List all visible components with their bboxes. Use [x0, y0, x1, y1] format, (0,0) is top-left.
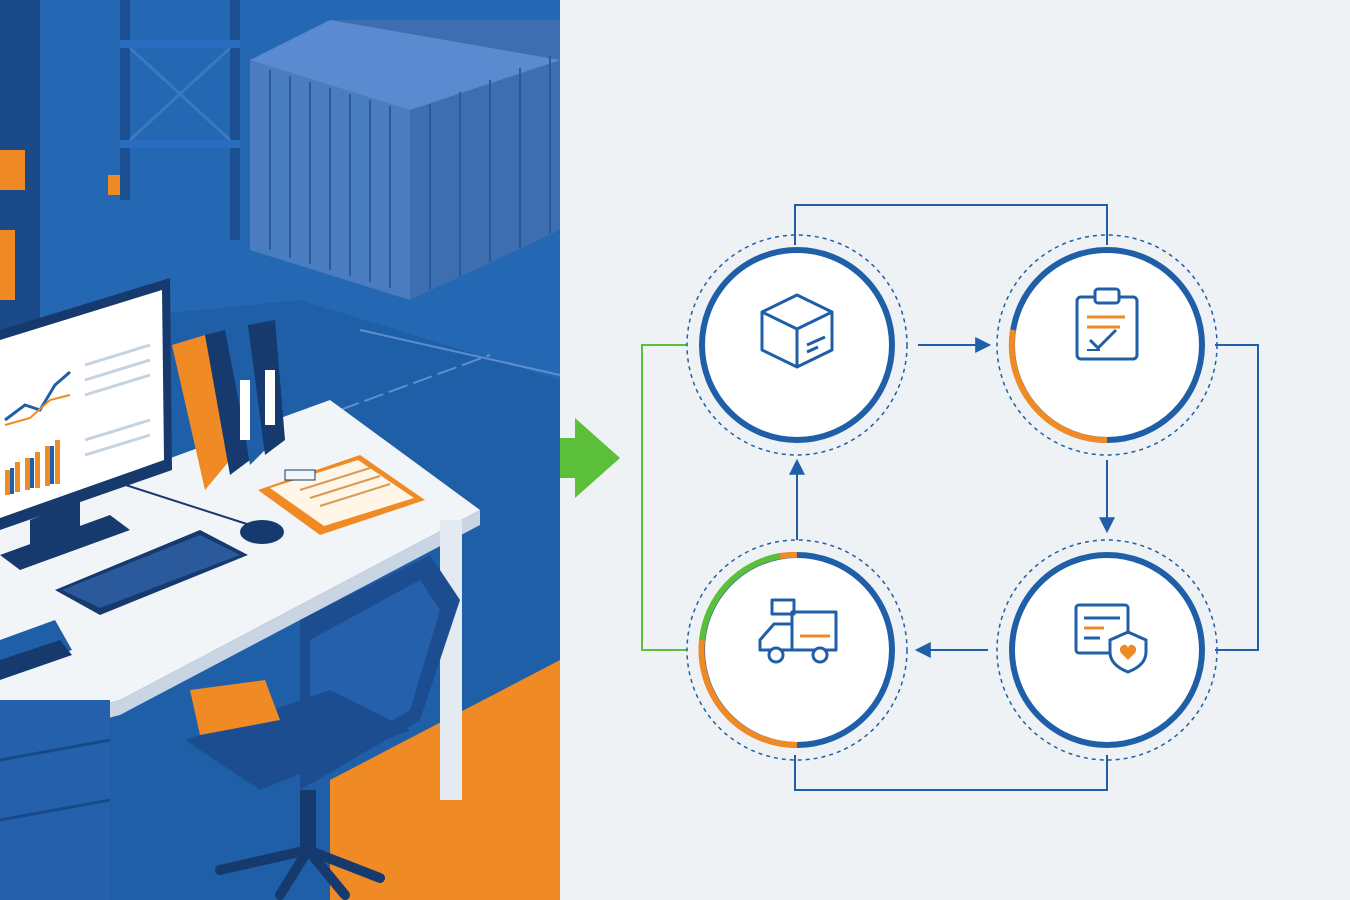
warehouse-rack — [0, 0, 240, 330]
connector-top — [794, 204, 1108, 245]
package-box-icon — [760, 293, 834, 369]
connector-right — [1215, 344, 1259, 651]
monitor-dashboard — [0, 278, 172, 570]
process-cycle-diagram — [560, 0, 1350, 900]
book — [0, 620, 72, 680]
document-heart-icon — [1074, 603, 1148, 674]
keyboard — [55, 530, 248, 615]
right-arrow-icon — [560, 418, 620, 498]
node-receive — [686, 234, 908, 456]
clipboard-check-icon — [1075, 287, 1139, 361]
node-deliver — [686, 539, 908, 761]
node-approve — [996, 539, 1218, 761]
mouse — [240, 520, 284, 544]
binders — [172, 320, 285, 490]
warehouse-office-illustration — [0, 0, 560, 900]
clipboard — [258, 455, 425, 535]
shipping-container — [250, 20, 560, 300]
office-chair — [185, 555, 460, 900]
node-inspect — [996, 234, 1218, 456]
delivery-truck-icon — [758, 598, 838, 664]
connector-bottom — [794, 755, 1108, 791]
connector-left — [641, 344, 687, 651]
